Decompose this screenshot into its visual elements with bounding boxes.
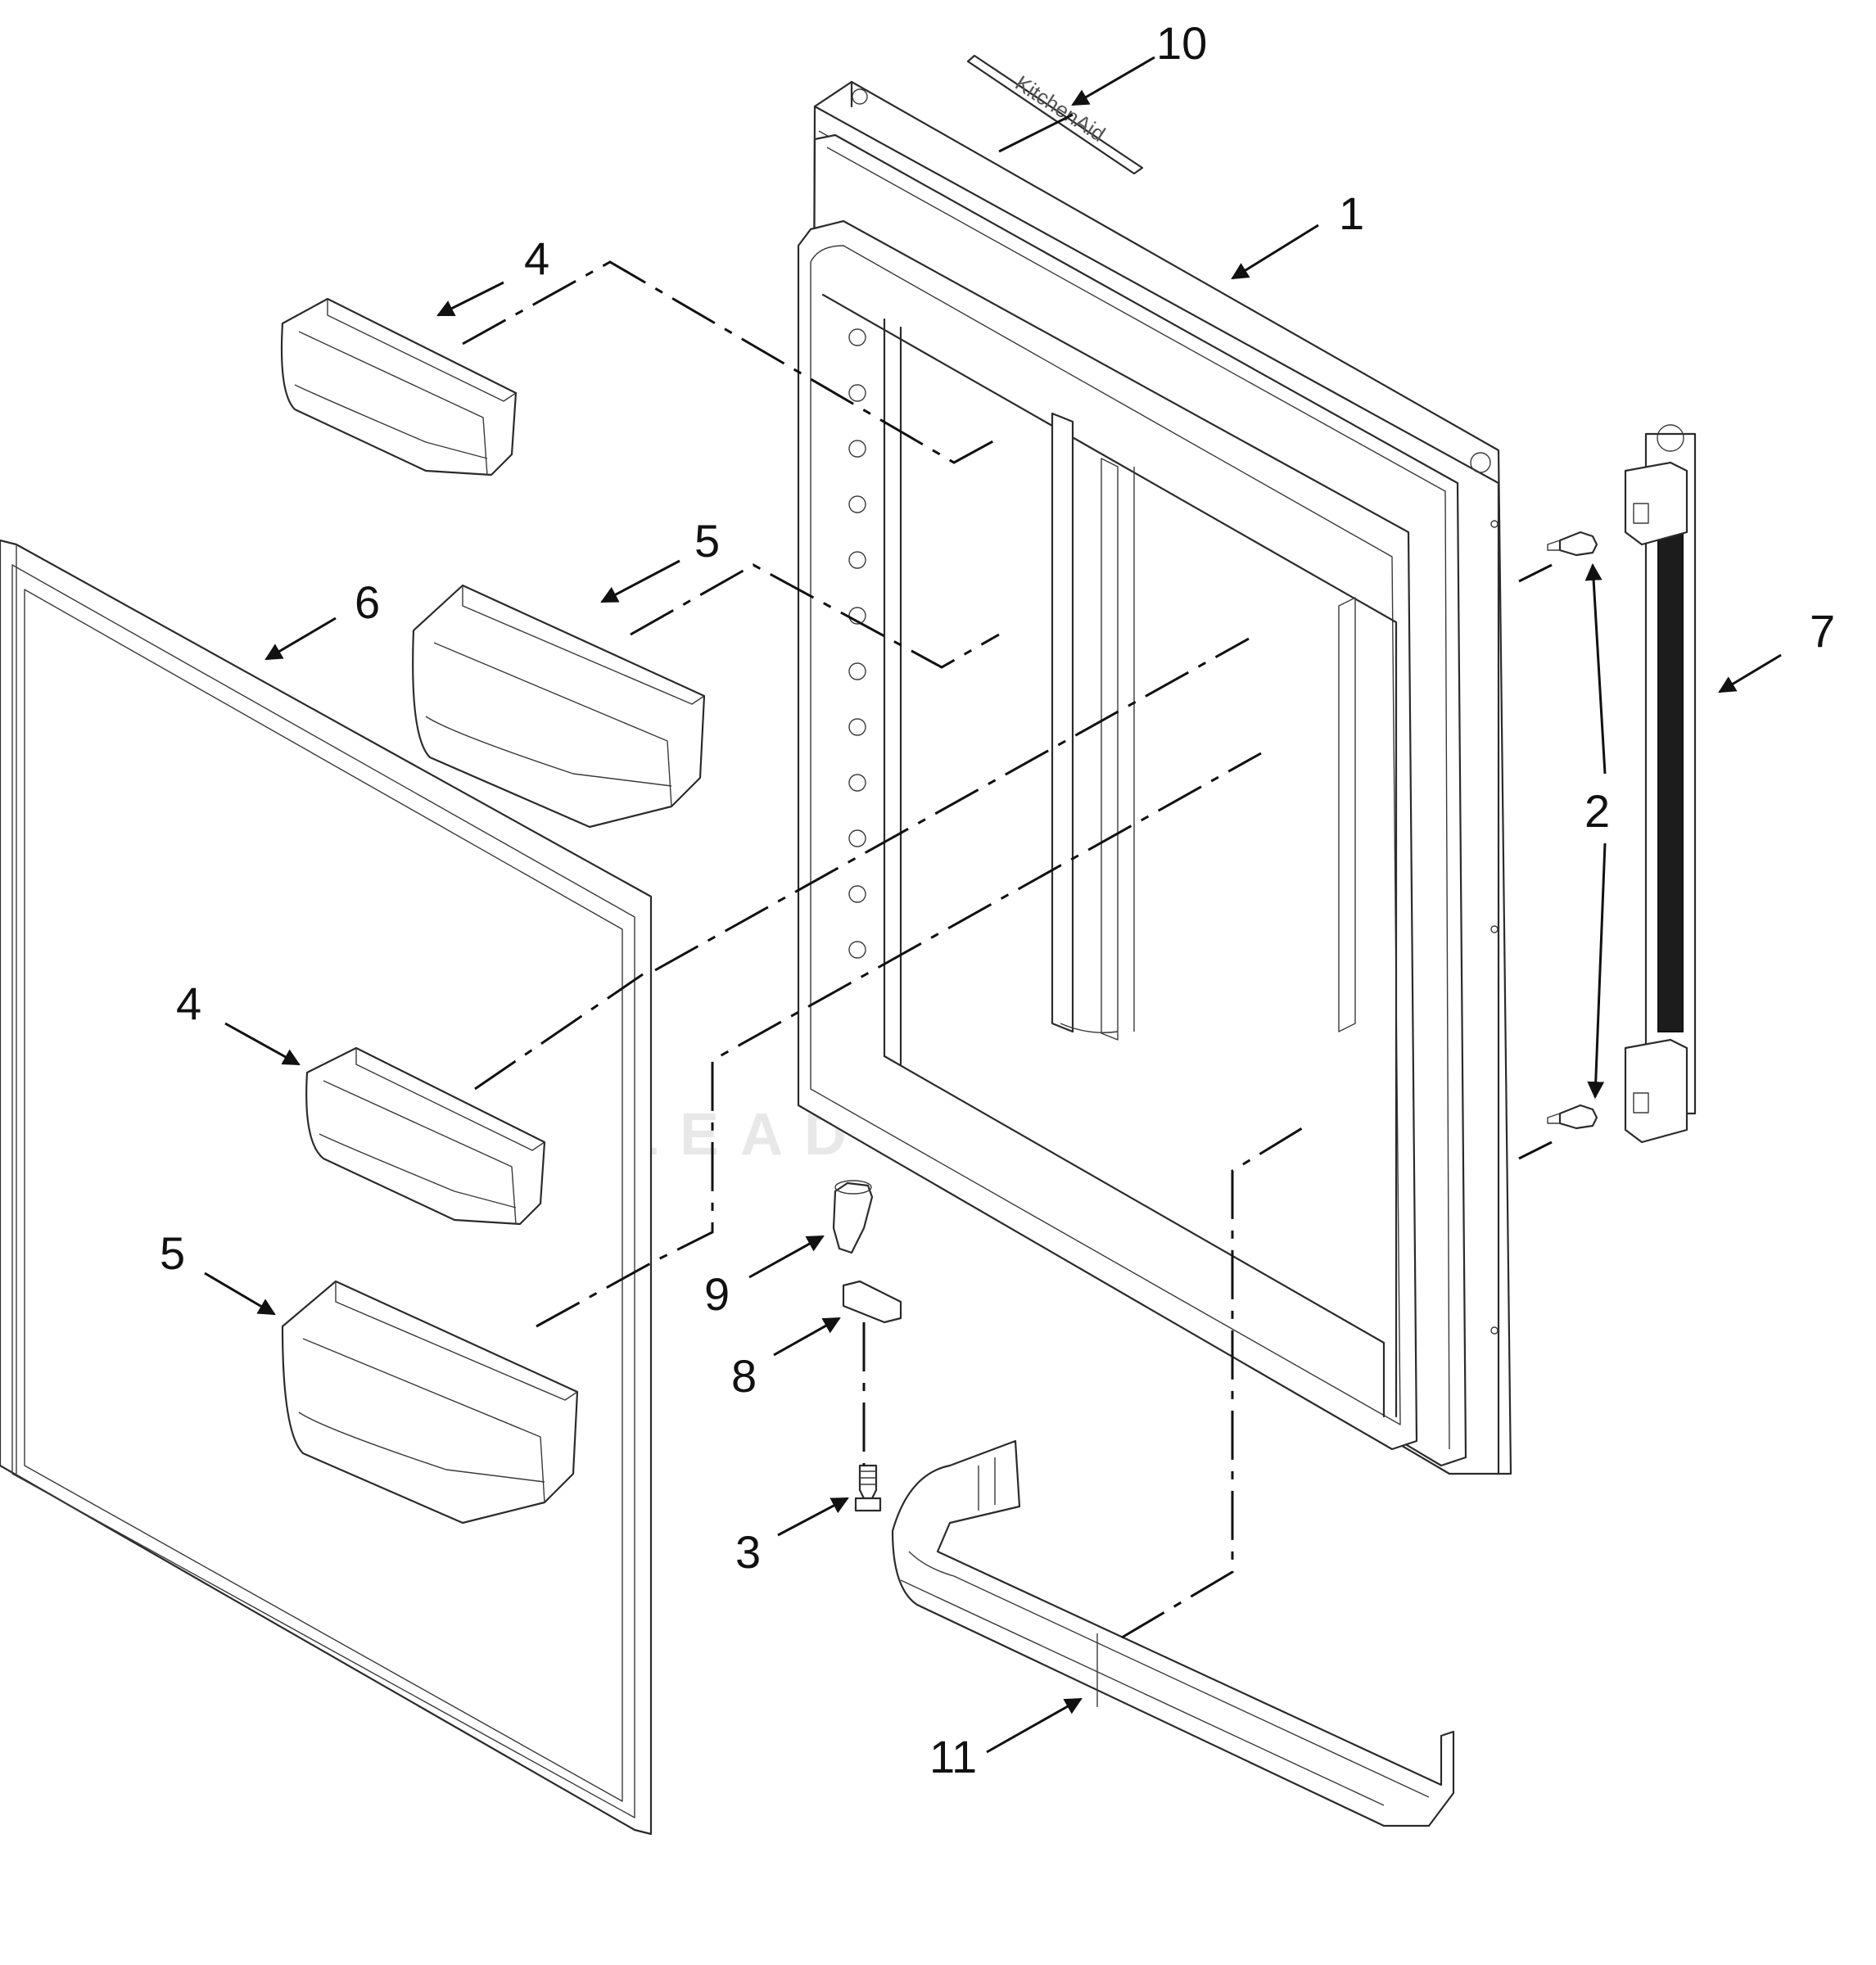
callout-2: 2 [1584,785,1610,837]
shelf-clip-column [848,328,866,959]
screw [854,1464,882,1512]
door-bin-large-lower [281,1280,579,1525]
door-bin-small-upper [280,297,518,477]
callout-1: 1 [1339,187,1364,239]
bottom-door-bin [891,1439,1455,1827]
callout-4-lower: 4 [176,978,201,1029]
callout-5-lower: 5 [160,1227,185,1279]
callout-11: 11 [929,1731,977,1782]
door-bin-large-upper [412,584,706,829]
nameplate-logo: KitchenAid [1011,70,1110,147]
callout-5-upper: 5 [694,515,720,567]
callout-3: 3 [735,1526,761,1578]
callout-labels: 10 1 4 5 6 7 2 4 5 9 8 3 11 [160,17,1835,1782]
door-assembly [797,80,1512,1475]
callout-4-upper: 4 [524,233,549,284]
callout-6: 6 [355,576,380,628]
callout-8: 8 [731,1350,757,1402]
hinge-bushing [832,1180,874,1254]
nameplate: KitchenAid [966,54,1144,175]
callout-leaders [204,56,1782,1754]
assembly-lines [462,260,1553,1639]
handle-stud-lower [1547,1104,1598,1130]
callout-7: 7 [1810,605,1835,657]
callout-10: 10 [1156,17,1207,69]
door-handle [1624,424,1697,1144]
hinge-bracket [842,1280,902,1324]
callout-9: 9 [704,1268,730,1320]
door-bin-small-lower [305,1046,546,1226]
handle-stud-upper [1547,531,1598,557]
